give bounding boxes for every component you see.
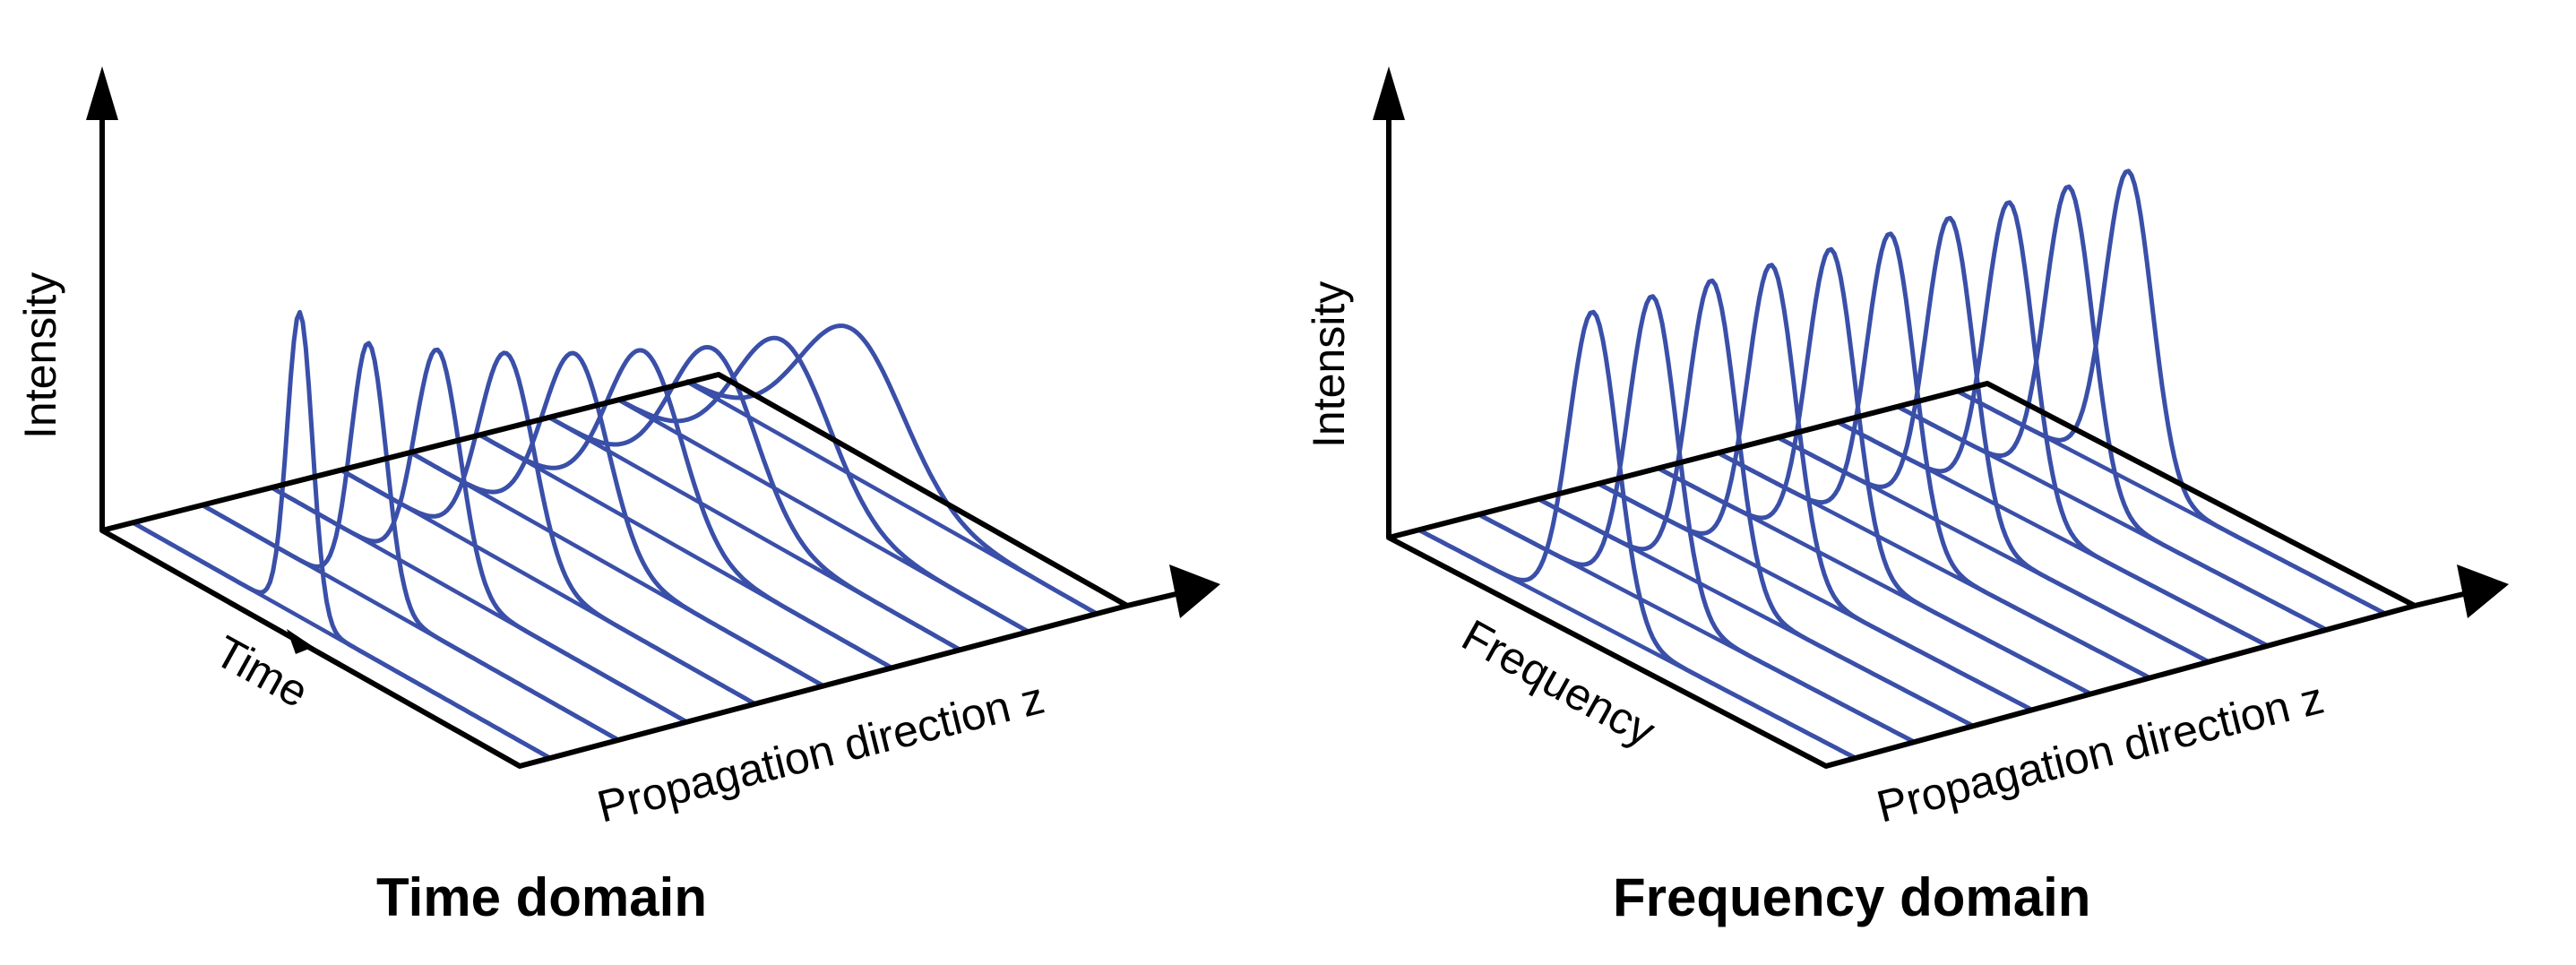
frequency-domain-panel: Intensity Frequency Propagation directio… xyxy=(1304,66,2509,927)
frequency-domain-caption: Frequency domain xyxy=(1613,867,2090,927)
time-domain-pulses xyxy=(130,309,1099,761)
pulse-curve xyxy=(1835,200,2270,649)
pulse-curve xyxy=(130,309,553,761)
pulse-curve xyxy=(339,350,758,707)
z-axis-label-time: Propagation direction z xyxy=(592,673,1049,832)
pulse-curve xyxy=(1536,278,1976,728)
pulse-curve xyxy=(1895,184,2329,633)
intensity-label-time: Intensity xyxy=(15,272,65,439)
pulse-curve xyxy=(1715,231,2152,680)
pulse-curve xyxy=(200,340,621,743)
pulse-curve xyxy=(1596,263,2035,712)
pulse-curve xyxy=(1416,309,1858,761)
intensity-label-frequency: Intensity xyxy=(1304,281,1354,448)
z-arrowhead-time xyxy=(1169,564,1220,618)
time-domain-caption: Time domain xyxy=(376,867,707,927)
pulse-curve xyxy=(477,348,894,670)
time-domain-panel: Intensity Time Propagation direction z T… xyxy=(15,66,1220,927)
z-axis-label-frequency: Propagation direction z xyxy=(1872,673,2329,832)
pulse-curve xyxy=(1955,168,2388,616)
intensity-arrowhead-frequency xyxy=(1373,66,1405,120)
pulse-curve xyxy=(269,347,689,725)
pulse-curve xyxy=(547,345,963,652)
pulse-curve xyxy=(1775,215,2211,665)
pulse-curve xyxy=(1656,246,2094,696)
pulse-curve xyxy=(408,350,826,688)
frequency-domain-pulses xyxy=(1416,168,2388,761)
intensity-arrowhead-time xyxy=(86,66,118,120)
pulse-curve xyxy=(616,335,1031,634)
time-axis-tick-arrow xyxy=(287,629,314,654)
pulse-curve xyxy=(1476,294,1917,745)
z-arrowhead-frequency xyxy=(2457,564,2509,618)
frequency-axis-label: Frequency xyxy=(1454,610,1664,757)
